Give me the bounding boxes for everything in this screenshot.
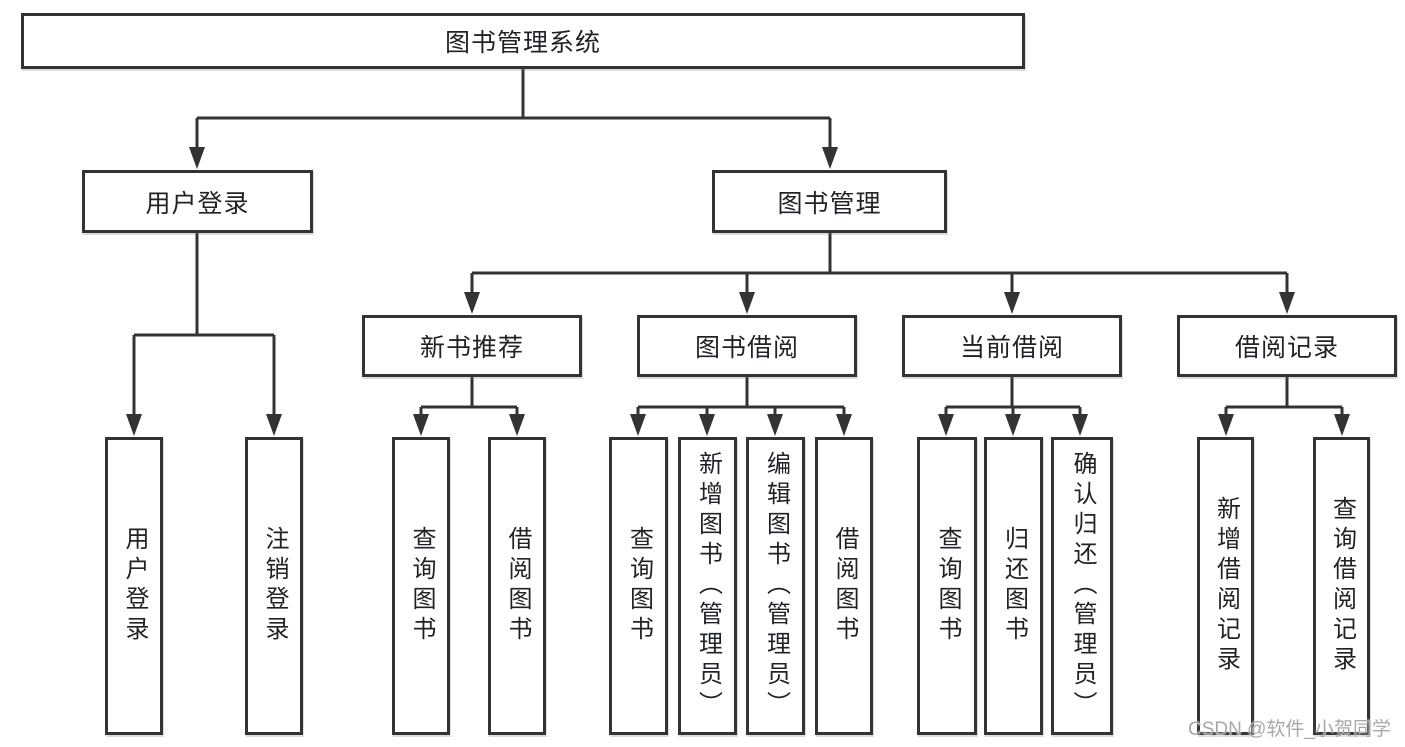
leaf-label: 查询图书: [934, 526, 961, 646]
node-current-borrowing: 当前借阅: [902, 315, 1122, 377]
leaf-logout: 注销登录: [245, 437, 303, 735]
leaf-current-query-books: 查询图书: [917, 437, 977, 735]
leaf-label: 用户登录: [121, 526, 148, 646]
leaf-recommend-query-books: 查询图书: [392, 437, 450, 735]
leaf-label: 借阅图书: [504, 526, 531, 646]
leaf-label: 借阅图书: [831, 526, 858, 646]
node-user-login: 用户登录: [82, 170, 313, 233]
leaf-user-login: 用户登录: [105, 437, 163, 735]
leaf-label: 查询图书: [625, 526, 653, 646]
node-borrowing-records: 借阅记录: [1177, 315, 1397, 377]
node-book-management: 图书管理: [712, 170, 947, 233]
leaf-label: 编辑图书（管理员）: [762, 451, 790, 721]
leaf-borrowing-borrow-books: 借阅图书: [815, 437, 873, 735]
leaf-label: 查询图书: [408, 526, 435, 646]
leaf-label: 新增图书（管理员）: [694, 451, 722, 721]
leaf-query-borrow-record: 查询借阅记录: [1313, 437, 1370, 735]
leaf-label: 确认归还（管理员）: [1069, 451, 1096, 721]
leaf-add-book-admin: 新增图书（管理员）: [678, 437, 737, 735]
node-new-book-recommend: 新书推荐: [362, 315, 582, 377]
leaf-borrowing-query-books: 查询图书: [609, 437, 668, 735]
leaf-edit-book-admin: 编辑图书（管理员）: [746, 437, 805, 735]
leaf-confirm-return-admin: 确认归还（管理员）: [1051, 437, 1113, 735]
leaf-return-books: 归还图书: [984, 437, 1043, 735]
node-book-borrowing: 图书借阅: [637, 315, 857, 377]
csdn-watermark: CSDN @软件_小贺同学: [1188, 719, 1391, 740]
leaf-label: 注销登录: [261, 526, 288, 646]
node-root-system: 图书管理系统: [21, 13, 1025, 69]
leaf-label: 查询借阅记录: [1328, 496, 1356, 676]
leaf-label: 归还图书: [1000, 526, 1028, 646]
leaf-label: 新增借阅记录: [1212, 496, 1240, 676]
leaf-add-borrow-record: 新增借阅记录: [1197, 437, 1254, 735]
leaf-recommend-borrow-books: 借阅图书: [488, 437, 546, 735]
